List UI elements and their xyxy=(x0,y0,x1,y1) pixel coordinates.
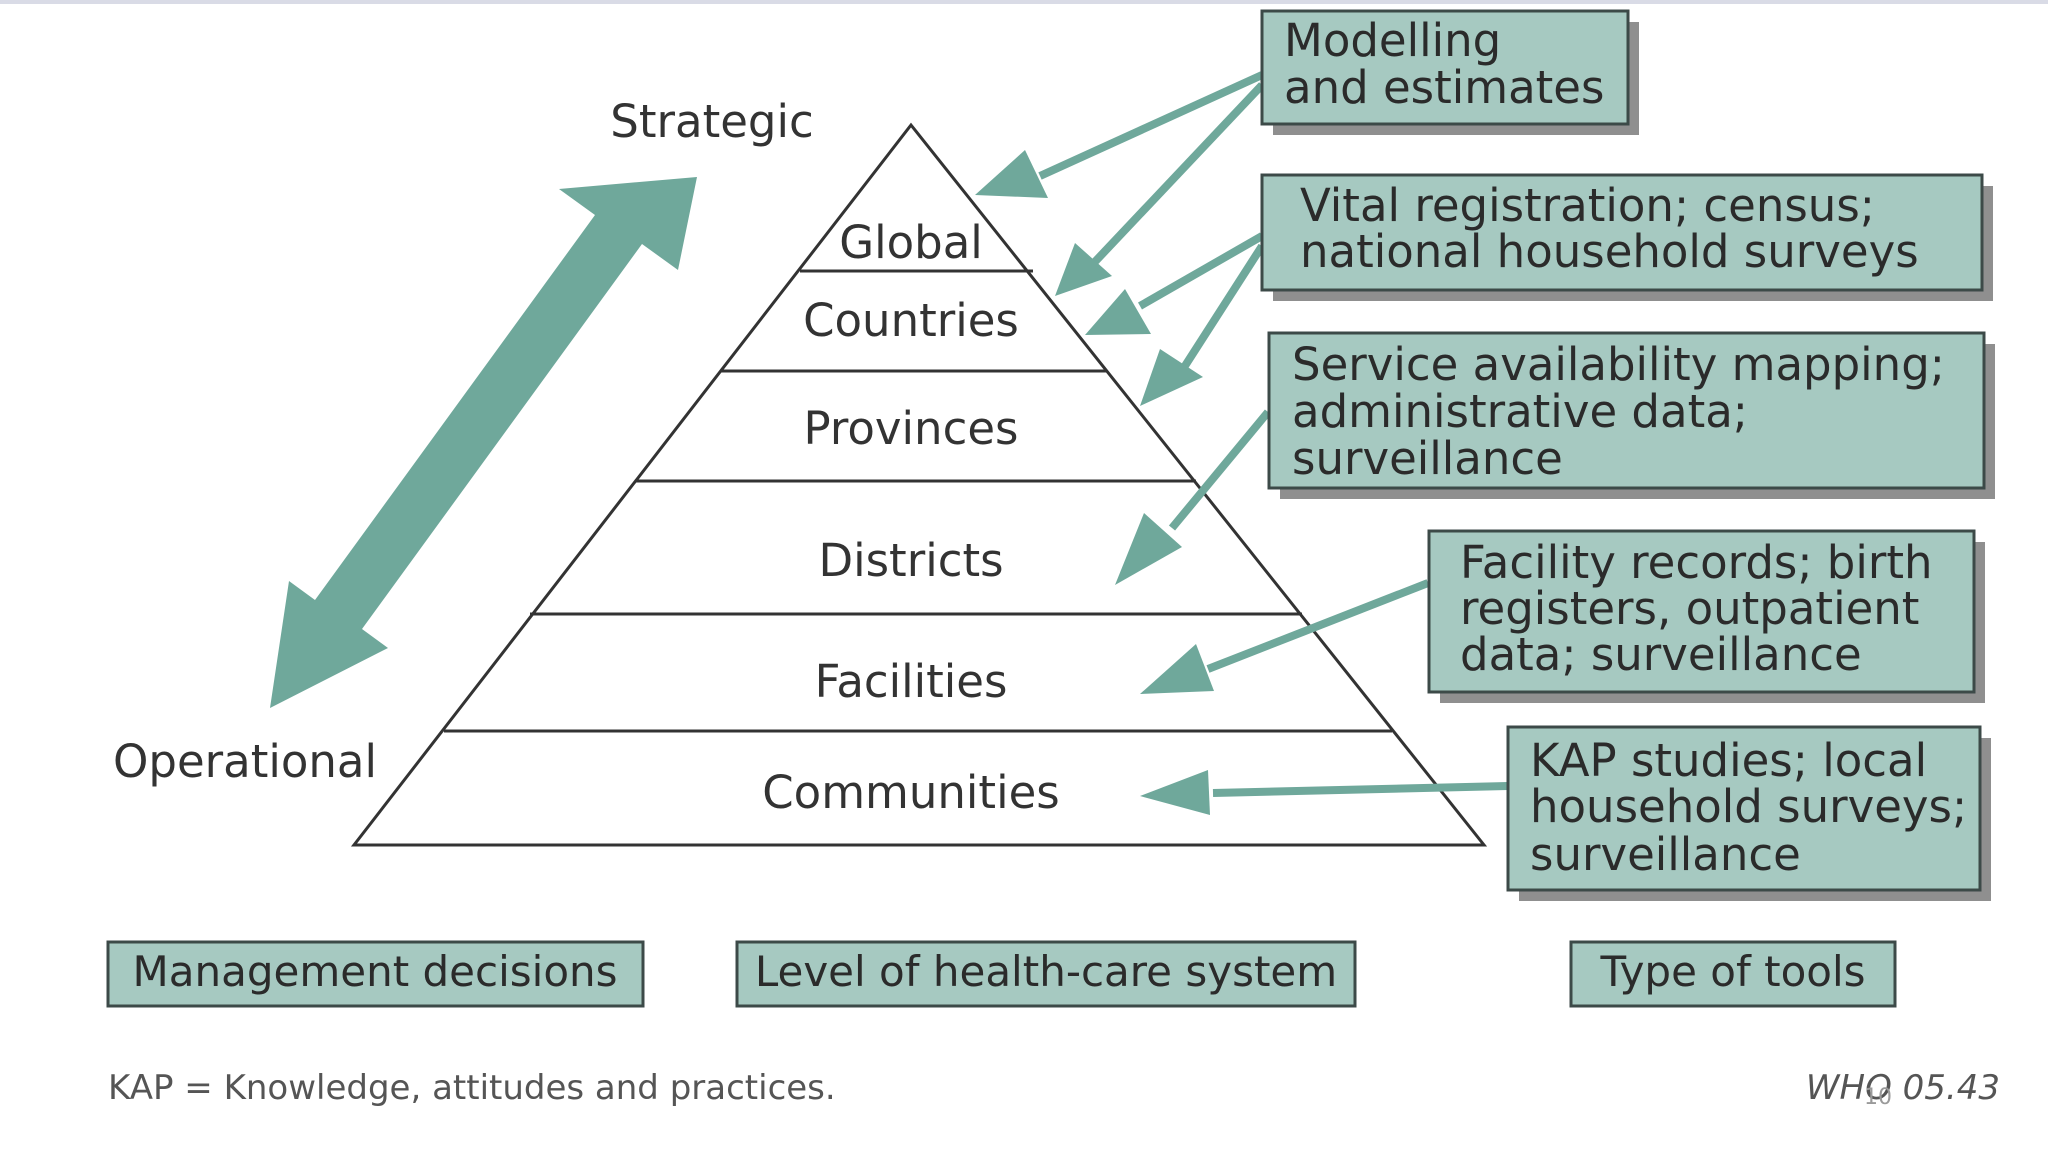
arrow-facility-to-facilities xyxy=(1206,579,1430,673)
tool-to-level-arrows xyxy=(975,71,1509,815)
source-label: WHO 05.43 xyxy=(1806,1068,2000,1108)
svg-text:national household surveys: national household surveys xyxy=(1300,225,1919,278)
arrowhead-icon xyxy=(1140,644,1214,694)
svg-text:Management decisions: Management decisions xyxy=(132,947,617,996)
svg-text:household surveys;: household surveys; xyxy=(1530,780,1967,833)
svg-text:and estimates: and estimates xyxy=(1284,61,1604,114)
svg-text:surveillance: surveillance xyxy=(1530,828,1801,881)
level-label-countries: Countries xyxy=(803,294,1019,347)
level-label-communities: Communities xyxy=(762,766,1059,819)
tool-box-kap-studies: KAP studies; local household surveys; su… xyxy=(1506,725,1991,901)
arrowhead-icon xyxy=(1085,289,1151,335)
caption-management-decisions: Management decisions xyxy=(106,940,645,1008)
page-number: 10 xyxy=(1864,1085,1892,1110)
caption-level-of-health-care-system: Level of health-care system xyxy=(735,940,1357,1008)
tool-box-service-availability: Service availability mapping; administra… xyxy=(1267,331,1995,499)
svg-text:Modelling: Modelling xyxy=(1284,14,1501,67)
svg-text:Vital registration; census;: Vital registration; census; xyxy=(1300,179,1875,232)
svg-text:surveillance: surveillance xyxy=(1292,432,1563,485)
svg-text:Type of tools: Type of tools xyxy=(1599,947,1865,996)
arrow-modelling-to-global xyxy=(1038,71,1264,180)
arrowhead-icon xyxy=(1140,349,1203,406)
svg-text:KAP studies; local: KAP studies; local xyxy=(1530,734,1927,787)
arrowhead-icon xyxy=(1055,243,1112,296)
tool-box-vital-registration: Vital registration; census; national hou… xyxy=(1260,173,1993,301)
tool-box-modelling: Modelling and estimates xyxy=(1260,9,1639,135)
arrowhead-icon xyxy=(975,150,1048,198)
svg-text:administrative data;: administrative data; xyxy=(1292,385,1748,438)
arrowhead-icon xyxy=(1115,513,1182,585)
level-label-facilities: Facilities xyxy=(815,655,1008,708)
caption-type-of-tools: Type of tools xyxy=(1569,940,1897,1008)
arrow-kap-to-communities xyxy=(1212,782,1509,797)
footnote-kap: KAP = Knowledge, attitudes and practices… xyxy=(108,1068,836,1108)
svg-text:registers, outpatient: registers, outpatient xyxy=(1460,582,1919,635)
svg-text:data; surveillance: data; surveillance xyxy=(1460,628,1862,681)
level-label-global: Global xyxy=(839,216,983,269)
arrow-vital-to-countries xyxy=(1138,232,1264,310)
tool-box-facility-records: Facility records; birth registers, outpa… xyxy=(1427,529,1985,703)
svg-text:Level of health-care system: Level of health-care system xyxy=(755,947,1337,996)
axis-label-strategic: Strategic xyxy=(610,95,813,148)
svg-text:Facility records; birth: Facility records; birth xyxy=(1460,536,1933,589)
level-label-provinces: Provinces xyxy=(804,402,1019,455)
level-label-districts: Districts xyxy=(818,534,1003,587)
axis-label-operational: Operational xyxy=(113,735,377,788)
arrow-service-to-districts xyxy=(1168,409,1272,531)
arrow-vital-to-provinces xyxy=(1179,243,1266,372)
strategic-operational-double-arrow xyxy=(270,177,697,708)
arrow-modelling-to-countries xyxy=(1087,82,1265,270)
svg-text:Service availability mapping;: Service availability mapping; xyxy=(1292,338,1945,391)
arrowhead-icon xyxy=(1140,770,1210,815)
